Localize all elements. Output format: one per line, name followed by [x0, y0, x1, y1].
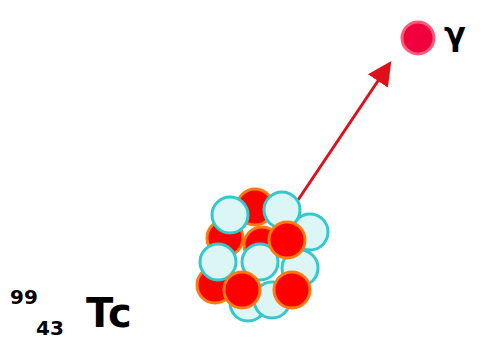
nucleus: [197, 189, 328, 321]
emission-arrow: [298, 66, 388, 200]
element-symbol: Tc: [86, 293, 132, 333]
gamma-photon: [402, 22, 434, 54]
gamma-symbol: γ: [444, 18, 466, 50]
neutron: [212, 197, 248, 233]
atomic-number: 43: [36, 318, 64, 338]
mass-number: 99: [10, 287, 38, 307]
proton: [224, 272, 260, 308]
proton: [269, 222, 305, 258]
proton: [274, 272, 310, 308]
